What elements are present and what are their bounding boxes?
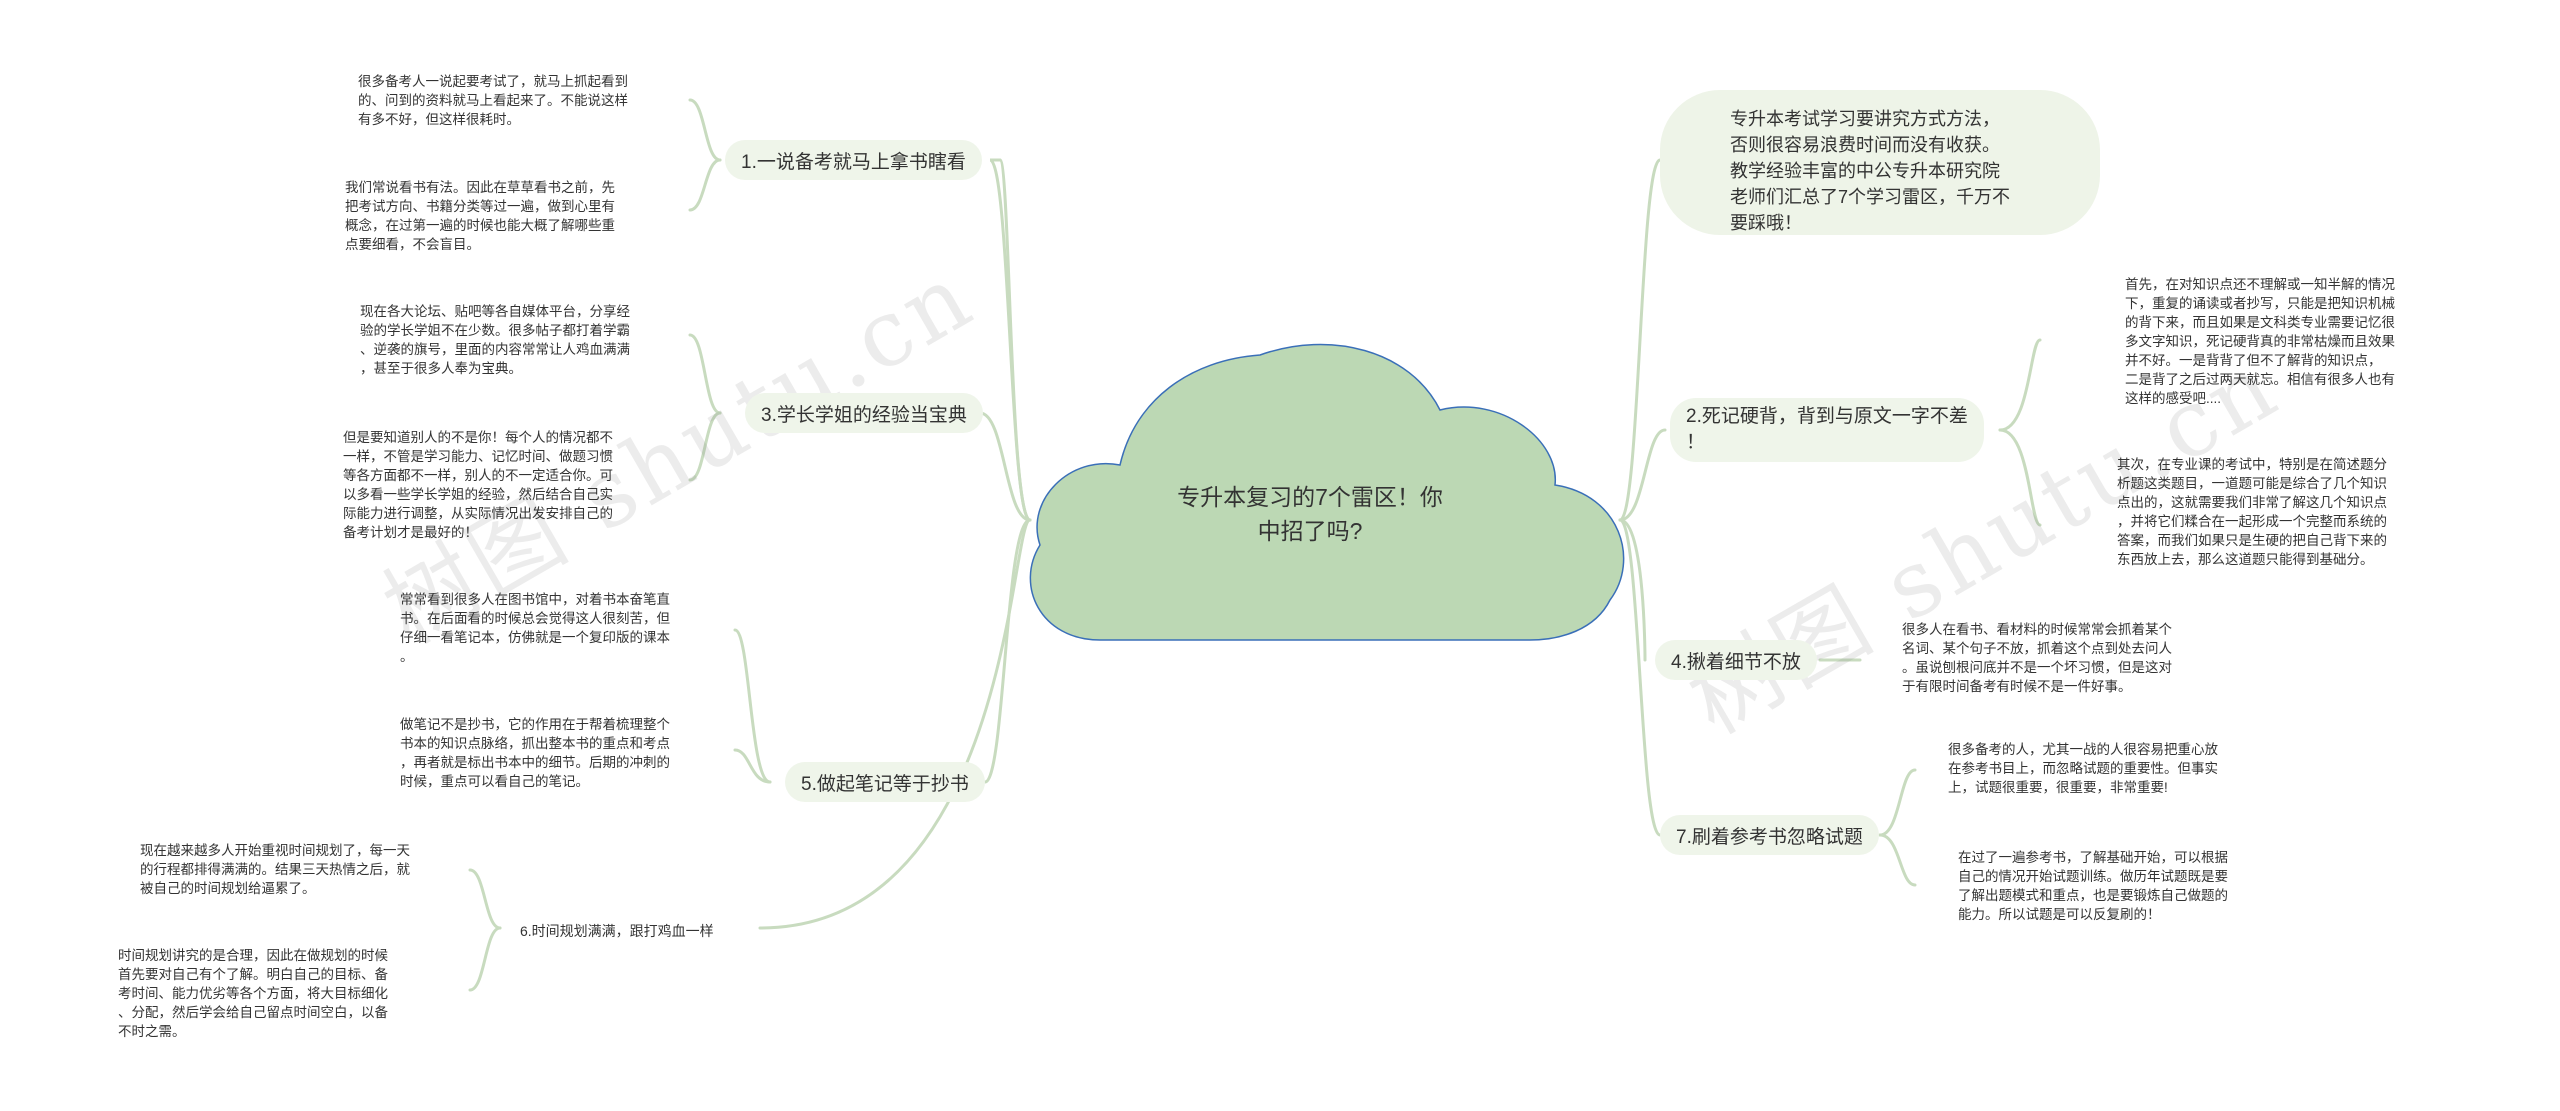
branch-6-note-1: 现在越来越多人开始重视时间规划了，每一天 的行程都排得满满的。结果三天热情之后，…	[140, 843, 410, 896]
branch-7[interactable]: 7.刷着参考书忽略试题	[1660, 815, 1879, 855]
central-topic[interactable]: 专升本复习的7个雷区！你 中招了吗?	[1177, 484, 1443, 544]
branch-1-note-2: 我们常说看书有法。因此在草草看书之前，先 把考试方向、书籍分类等过一遍，做到心里…	[345, 180, 615, 252]
intro-bubble[interactable]: 专升本考试学习要讲究方式方法， 否则很容易浪费时间而没有收获。 教学经验丰富的中…	[1660, 90, 2100, 235]
branch-1[interactable]: 1.一说备考就马上拿书瞎看	[725, 140, 982, 180]
central-cloud	[1029, 343, 1625, 641]
branch-2-note-1: 首先，在对知识点还不理解或一知半解的情况 下，重复的诵读或者抄写，只能是把知识机…	[2125, 277, 2395, 406]
branch-5-note-1: 常常看到很多人在图书馆中，对着书本奋笔直 书。在后面看的时候总会觉得这人很刻苦，…	[400, 592, 670, 664]
cloud-shape	[1029, 343, 1625, 641]
branch-6-note-2: 时间规划讲究的是合理，因此在做规划的时候 首先要对自己有个了解。明白自己的目标、…	[118, 948, 388, 1039]
branch-5[interactable]: 5.做起笔记等于抄书	[785, 762, 985, 802]
branch-4[interactable]: 4.揪着细节不放	[1655, 640, 1817, 680]
branch-7-note-2: 在过了一遍参考书，了解基础开始，可以根据 自己的情况开始试题训练。做历年试题既是…	[1958, 850, 2228, 922]
branch-2-note-2: 其次，在专业课的考试中，特别是在简述题分 析题这类题目，一道题可能是综合了几个知…	[2117, 457, 2387, 567]
branch-3-note-1: 现在各大论坛、贴吧等各自媒体平台，分享经 验的学长学姐不在少数。很多帖子都打着学…	[360, 304, 630, 376]
branch-6[interactable]: 6.时间规划满满，跟打鸡血一样	[520, 923, 714, 939]
branch-7-note-1: 很多备考的人，尤其一战的人很容易把重心放 在参考书目上，而忽略试题的重要性。但事…	[1948, 742, 2218, 795]
branch-3-note-2: 但是要知道别人的不是你！每个人的情况都不 一样，不管是学习能力、记忆时间、做题习…	[343, 430, 613, 540]
branch-2[interactable]: 2.死记硬背，背到与原文一字不差 ！	[1670, 398, 1984, 462]
connector-lines	[468, 98, 2042, 992]
branch-1-note-1: 很多备考人一说起要考试了，就马上抓起看到 的、问到的资料就马上看起来了。不能说这…	[358, 74, 628, 127]
branch-4-note-1: 很多人在看书、看材料的时候常常会抓着某个 名词、某个句子不放，抓着这个点到处去问…	[1902, 622, 2172, 694]
branch-3[interactable]: 3.学长学姐的经验当宝典	[745, 393, 983, 433]
branch-5-note-2: 做笔记不是抄书，它的作用在于帮着梳理整个 书本的知识点脉络，抓出整本书的重点和考…	[400, 717, 670, 789]
